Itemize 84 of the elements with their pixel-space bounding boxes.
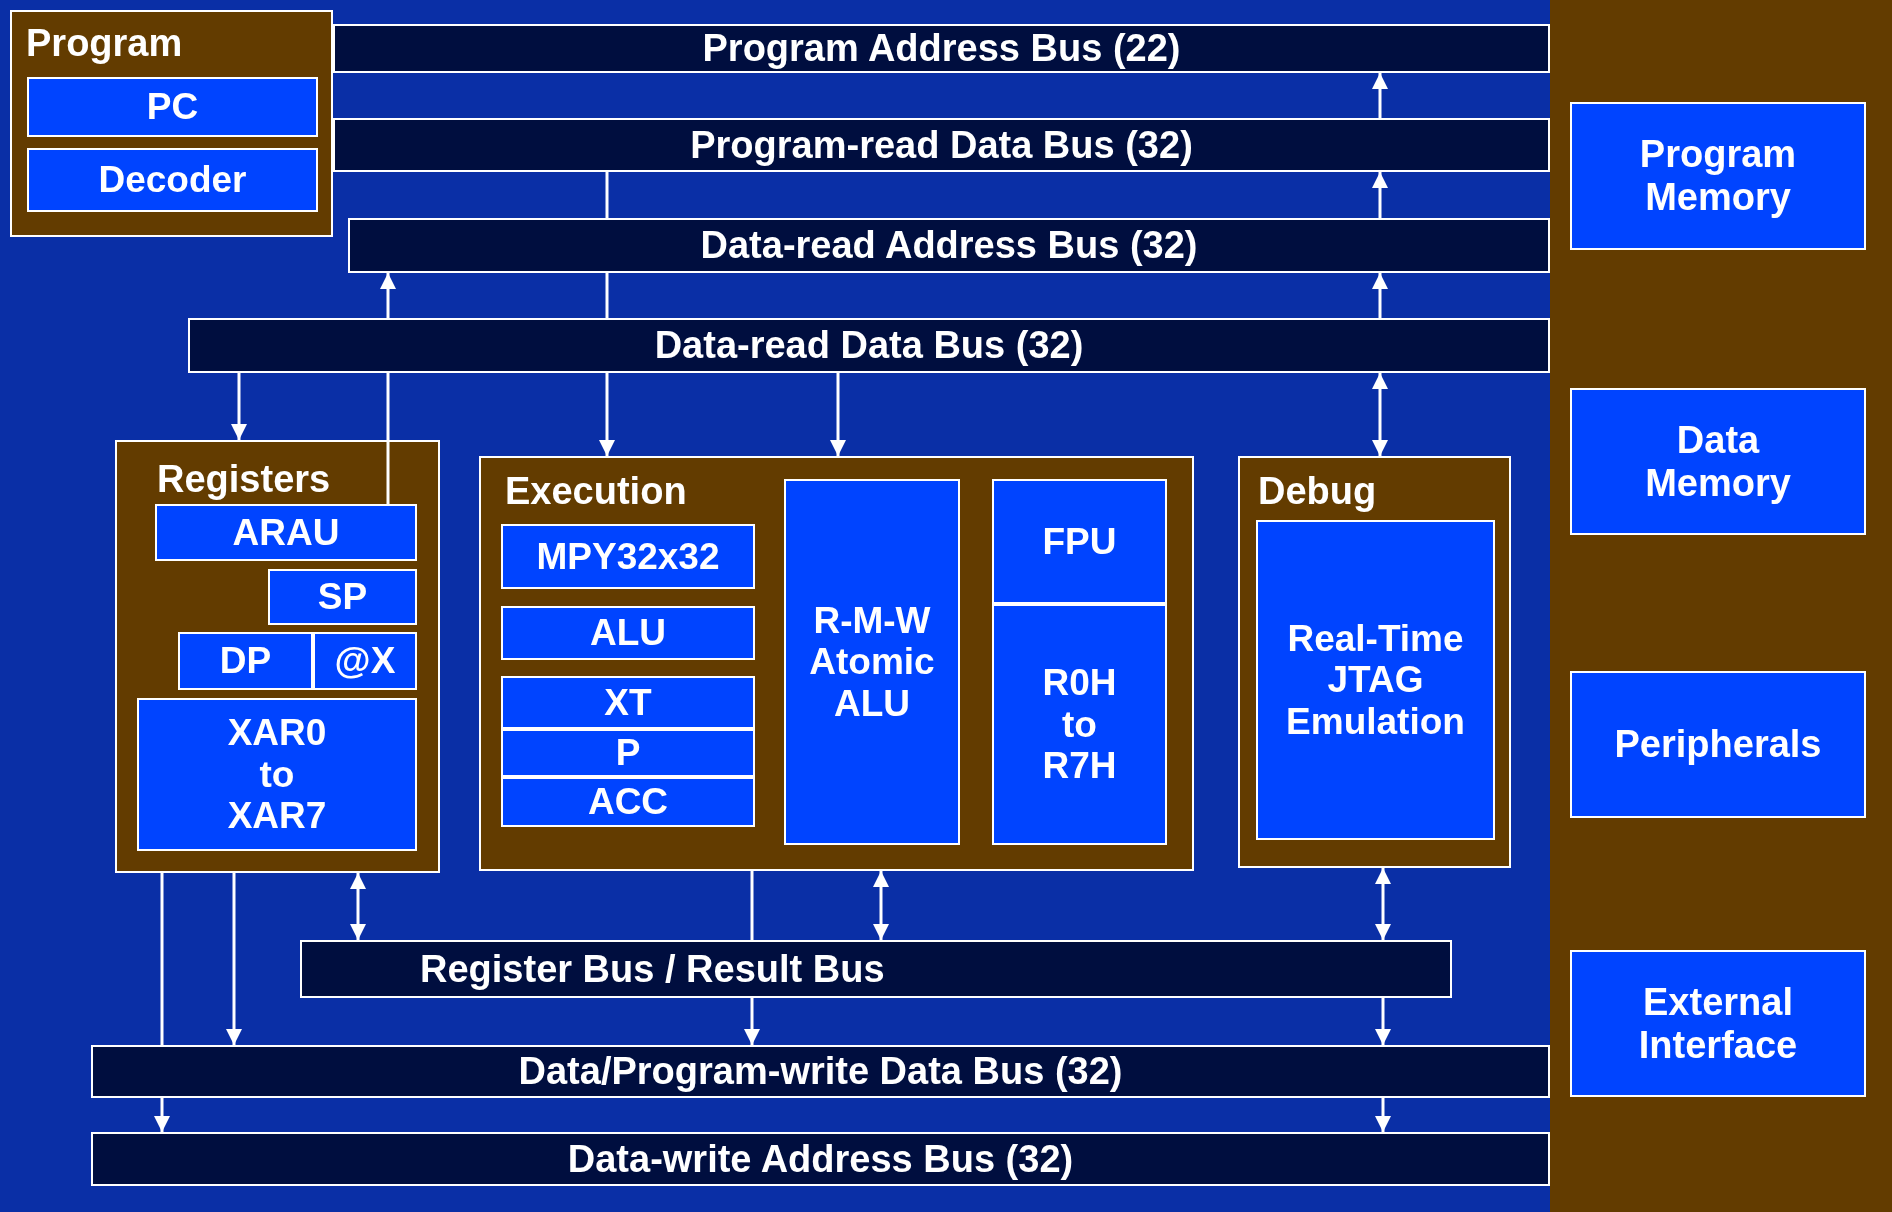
arrow	[1372, 73, 1388, 118]
connector	[750, 871, 754, 940]
block-label: Program Memory	[1638, 133, 1798, 219]
connector	[605, 172, 609, 218]
block-label: ACC	[587, 781, 669, 823]
function-block	[992, 479, 1167, 604]
block-label: P	[615, 732, 641, 774]
memory-block	[1570, 388, 1866, 535]
block-label: Real-Time JTAG Emulation	[1285, 617, 1466, 743]
bus-label: Data-read Data Bus (32)	[654, 324, 1084, 367]
unit-heading: Program	[26, 24, 183, 62]
bus-bar	[91, 1045, 1550, 1098]
function-block	[992, 604, 1167, 845]
block-label: XAR0 to XAR7	[226, 712, 328, 837]
bus-bar	[348, 218, 1550, 273]
arrow	[873, 871, 889, 940]
arrow	[231, 373, 247, 440]
memory-block	[1570, 950, 1866, 1097]
unit-panel	[10, 10, 333, 237]
arrow	[350, 873, 366, 940]
block-label: PC	[146, 86, 199, 128]
unit-panel	[115, 440, 440, 873]
bus-label: Program-read Data Bus (32)	[690, 123, 1193, 167]
memory-block	[1570, 671, 1866, 818]
function-block	[501, 676, 755, 729]
bus-bar	[300, 940, 1452, 998]
block-label: ARAU	[232, 511, 340, 554]
bus-label: Data-read Address Bus (32)	[700, 224, 1198, 267]
function-block	[501, 729, 755, 777]
function-block	[268, 569, 417, 625]
bus-bar	[333, 118, 1550, 172]
memory-panel	[1550, 0, 1892, 1212]
block-label: SP	[317, 576, 368, 618]
function-block	[137, 698, 417, 851]
block-label: ALU	[589, 612, 666, 654]
unit-heading: Debug	[1258, 472, 1377, 510]
bus-label: Register Bus / Result Bus	[420, 947, 885, 991]
unit-panel	[1238, 456, 1511, 868]
connector	[605, 273, 609, 318]
block-label: R-M-W Atomic ALU	[808, 599, 936, 725]
arrow	[1372, 373, 1388, 456]
function-block	[313, 632, 417, 690]
block-label: XT	[604, 681, 652, 724]
block-label: MPY32x32	[536, 535, 720, 578]
function-block	[784, 479, 960, 845]
function-block	[501, 777, 755, 827]
block-label: R0H to R7H	[1041, 662, 1118, 787]
unit-panel	[479, 456, 1194, 871]
arrow	[1372, 273, 1388, 318]
bus-label: Program Address Bus (22)	[702, 27, 1181, 70]
arrow	[226, 873, 242, 1045]
connector	[386, 373, 390, 504]
connector	[160, 873, 164, 1045]
bus-label: Data/Program-write Data Bus (32)	[518, 1050, 1123, 1093]
function-block	[155, 504, 417, 561]
block-label: @X	[334, 640, 396, 682]
block-label: FPU	[1042, 520, 1117, 563]
arrow	[1375, 1098, 1391, 1132]
arrow	[380, 273, 396, 318]
unit-heading: Registers	[157, 460, 331, 498]
bus-bar	[333, 24, 1550, 73]
block-label: Data Memory	[1644, 418, 1792, 505]
bus-bar	[91, 1132, 1550, 1186]
function-block	[1256, 520, 1495, 840]
arrow	[1372, 172, 1388, 218]
function-block	[501, 524, 755, 589]
function-block	[178, 632, 313, 690]
arrow	[599, 373, 615, 456]
function-block	[27, 77, 318, 137]
block-label: Peripherals	[1614, 723, 1822, 766]
block-label: DP	[219, 640, 272, 682]
block-label: Decoder	[98, 159, 247, 201]
block-label: External Interface	[1637, 980, 1799, 1067]
function-block	[501, 606, 755, 660]
bus-bar	[188, 318, 1550, 373]
arrow	[154, 1098, 170, 1132]
bus-label: Data-write Address Bus (32)	[567, 1137, 1074, 1181]
arrow	[1375, 868, 1391, 940]
function-block	[27, 148, 318, 212]
arrow	[830, 373, 846, 456]
memory-block	[1570, 102, 1866, 250]
arrow	[744, 998, 760, 1045]
arrow	[1375, 998, 1391, 1045]
unit-heading: Execution	[505, 472, 687, 510]
